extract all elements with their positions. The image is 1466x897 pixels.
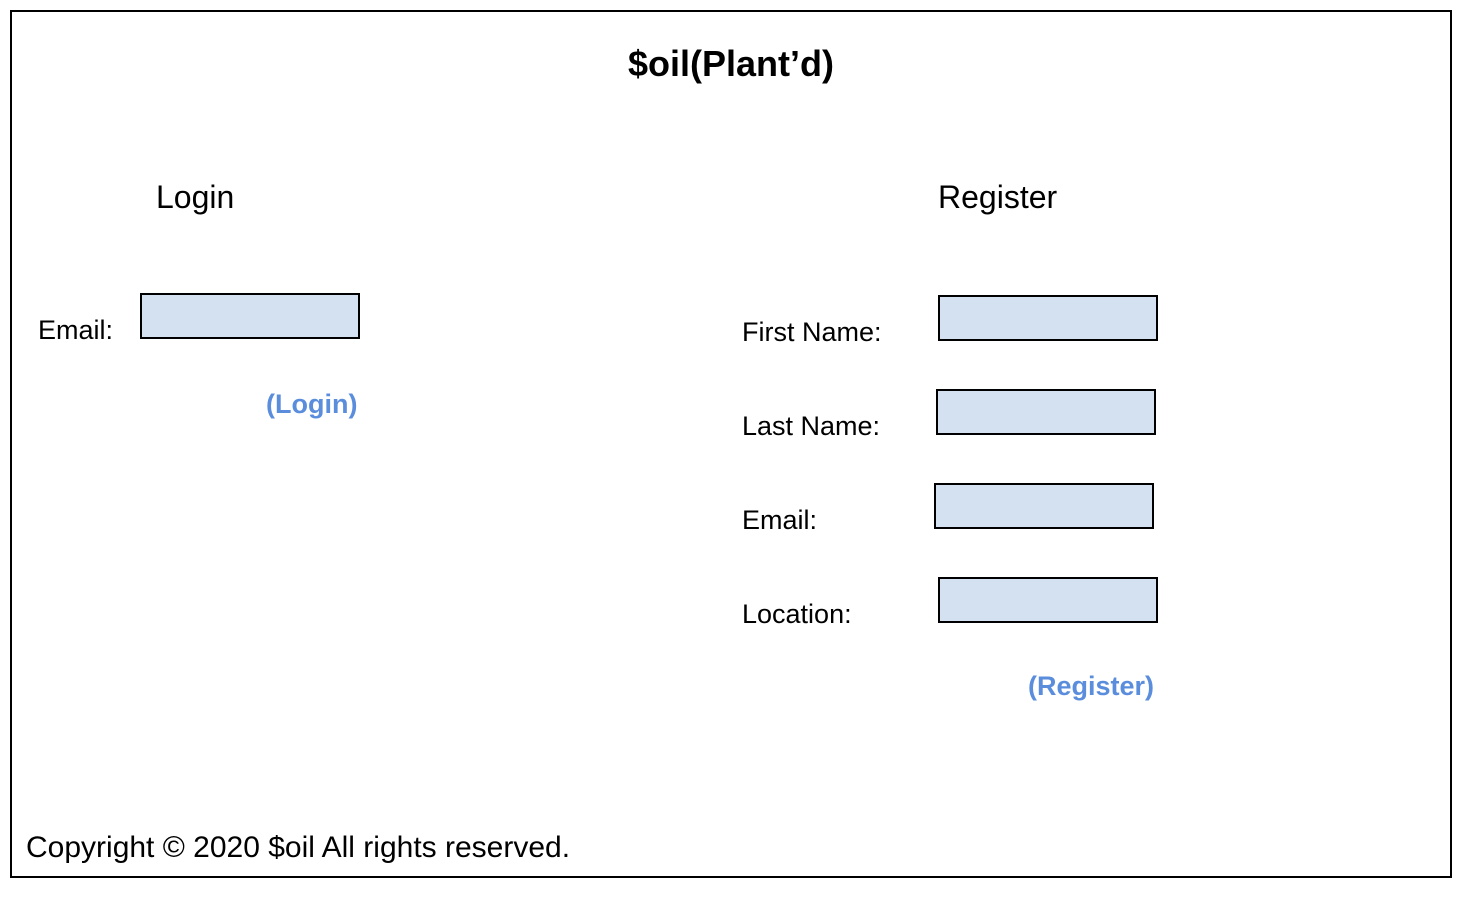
- register-last-name-input[interactable]: [936, 389, 1156, 435]
- app-title: $oil(Plant’d): [628, 43, 834, 84]
- copyright-text: Copyright © 2020 $oil All rights reserve…: [26, 831, 571, 864]
- login-email-label: Email:: [38, 315, 114, 345]
- register-last-name-label: Last Name:: [742, 411, 881, 441]
- login-email-input[interactable]: [140, 293, 360, 339]
- register-location-input[interactable]: [938, 577, 1158, 623]
- register-location-label: Location:: [742, 599, 852, 629]
- register-email-label: Email:: [742, 505, 818, 535]
- register-button[interactable]: (Register): [1028, 671, 1155, 701]
- register-heading: Register: [938, 179, 1058, 215]
- register-first-name-label: First Name:: [742, 317, 882, 347]
- login-button[interactable]: (Login): [266, 389, 358, 419]
- register-email-input[interactable]: [934, 483, 1154, 529]
- app-frame: $oil(Plant’d) Login Email: (Login) Regis…: [10, 10, 1452, 878]
- register-first-name-input[interactable]: [938, 295, 1158, 341]
- login-heading: Login: [156, 179, 235, 215]
